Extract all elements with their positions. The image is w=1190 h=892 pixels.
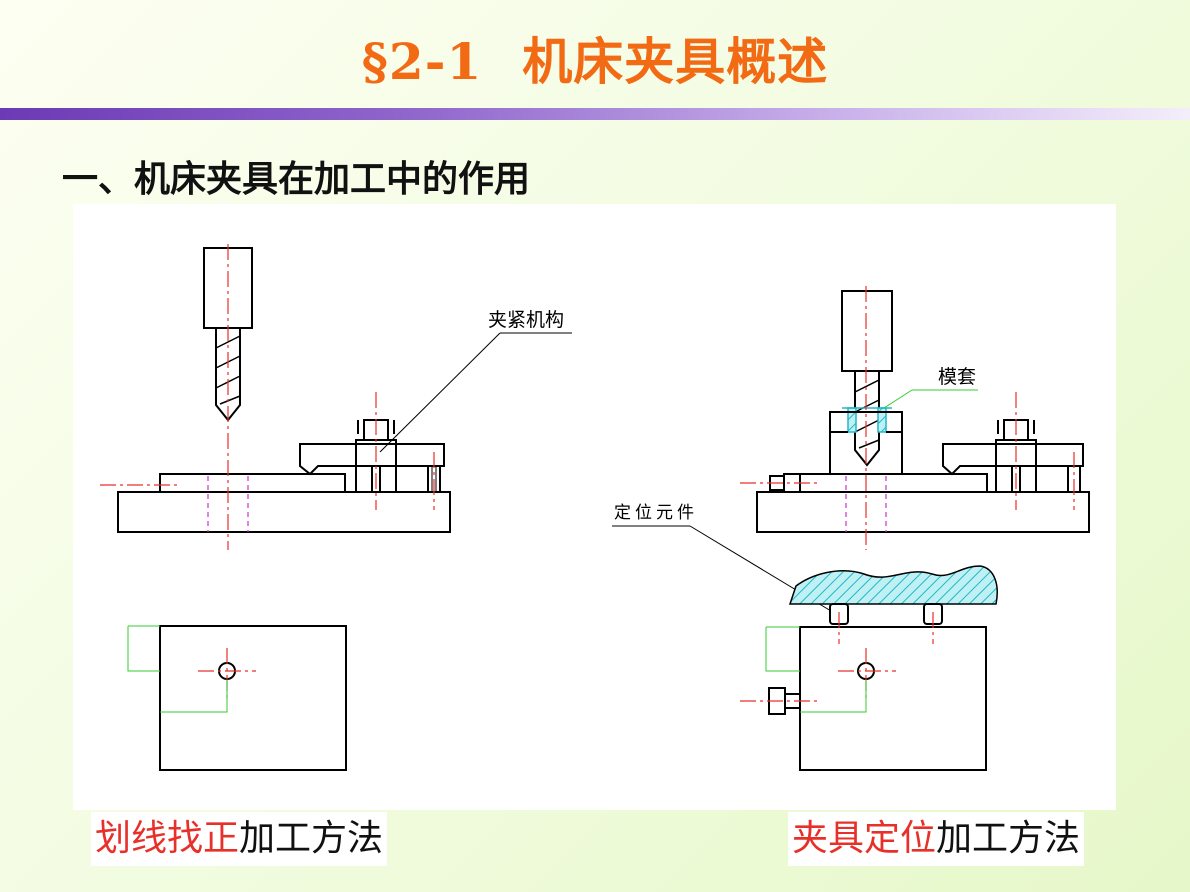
right-centerlines [740, 286, 1075, 550]
left-dimension-lines [127, 625, 228, 713]
caption-right-highlight: 夹具定位 [792, 818, 937, 859]
left-plan-view [159, 625, 347, 771]
title-section-number: §2-1 [361, 32, 483, 91]
right-dimension-lines [765, 626, 867, 713]
label-locating-element: 定位元件 [614, 503, 698, 523]
caption-fixture-method: 夹具定位加工方法 [788, 812, 1085, 866]
diagram-panel: 夹紧机构 [73, 204, 1116, 810]
label-drill-bushing: 模套 [938, 366, 976, 388]
caption-scribing-method: 划线找正加工方法 [91, 812, 388, 866]
right-fixture-base [756, 411, 1090, 533]
section-heading: 一、机床夹具在加工中的作用 [62, 159, 531, 200]
bushing-leader-line [883, 389, 978, 409]
left-centerlines [100, 244, 435, 550]
right-drill-assembly [841, 290, 893, 467]
left-fixture-base [117, 419, 451, 533]
slide-title: §2-1 机床夹具概述 [0, 22, 1190, 94]
right-drill-bit [854, 371, 880, 467]
label-clamp-mechanism: 夹紧机构 [488, 309, 564, 331]
right-plan-view [768, 626, 987, 771]
right-spindle [841, 290, 893, 372]
right-plan-centerlines [740, 612, 934, 702]
caption-left-suffix: 加工方法 [239, 818, 384, 859]
right-hidden-hole [845, 476, 887, 532]
drill-bushing [842, 407, 892, 433]
left-hidden-hole [207, 476, 249, 532]
left-leader-line [379, 332, 572, 453]
locating-pins [829, 603, 943, 625]
caption-right-suffix: 加工方法 [936, 818, 1081, 859]
caption-left-highlight: 划线找正 [95, 818, 240, 859]
left-plan-centerlines [198, 648, 256, 700]
fixture-diagram: 夹紧机构 [100, 244, 1090, 771]
title-divider-bar [0, 108, 1190, 120]
title-text: 机床夹具概述 [522, 32, 829, 91]
workpiece-section [788, 565, 998, 605]
